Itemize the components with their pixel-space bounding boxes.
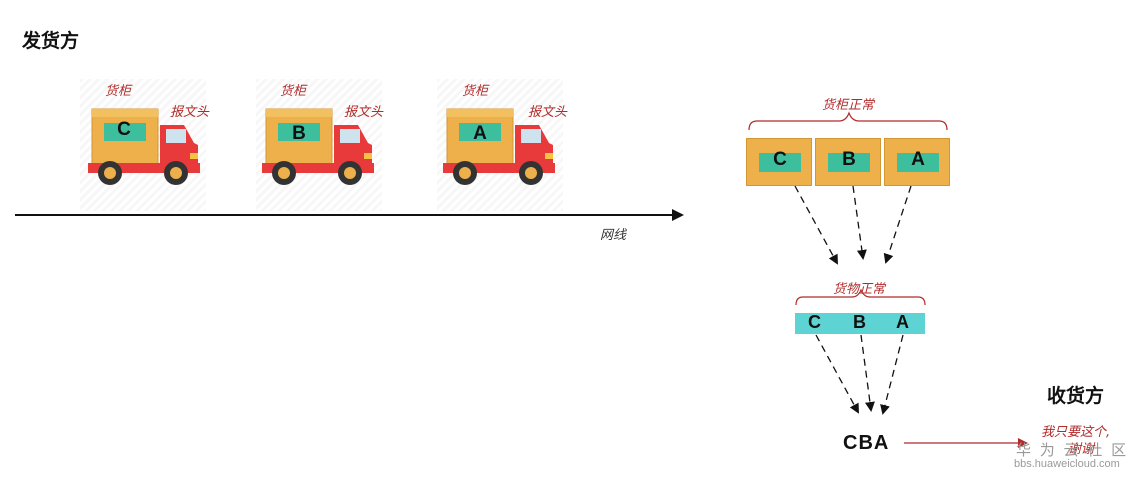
goods-letter: A: [896, 312, 909, 332]
containers-label: 货柜正常: [822, 98, 875, 113]
dashed-arrow: [860, 334, 875, 412]
container-label: 货柜: [462, 84, 489, 99]
goods-label: 货物正常: [833, 282, 886, 297]
container-cargo: [897, 153, 939, 172]
truck-letter: B: [292, 123, 306, 144]
truck: B: [256, 79, 382, 211]
receiver-note-tail: 谢谢: [1068, 442, 1095, 457]
containers-brace: [748, 111, 948, 131]
goods-brace: [795, 288, 926, 306]
container-cargo: [828, 153, 870, 172]
truck: A: [437, 79, 563, 211]
receiver-note: 我只要这个,: [1041, 425, 1111, 440]
truck-icon: [88, 108, 200, 185]
header-label: 报文头: [344, 105, 384, 120]
sender-title: 发货方: [22, 30, 80, 52]
network-arrow-head: [672, 209, 684, 221]
goods-letter: B: [853, 312, 866, 332]
dashed-arrow: [880, 334, 904, 415]
header-label: 报文头: [528, 105, 568, 120]
header-label: 报文头: [170, 105, 210, 120]
container-label: 货柜: [105, 84, 132, 99]
receiver-title: 收货方: [1047, 385, 1105, 407]
container-letter: A: [911, 149, 925, 170]
goods-letter: C: [808, 312, 821, 332]
truck-letter: C: [117, 119, 131, 140]
container-box: B: [815, 138, 881, 186]
container-box: A: [884, 138, 950, 186]
truck-icon: [443, 108, 555, 185]
dashed-arrow: [883, 185, 912, 264]
truck-letter: A: [473, 123, 487, 144]
watermark-text: 华 为 云 社 区: [1016, 441, 1129, 459]
dashed-arrow: [852, 185, 867, 260]
network-label: 网线: [600, 228, 627, 243]
dashed-arrow: [794, 185, 838, 265]
result-text: CBA: [843, 432, 890, 454]
truck: C: [80, 79, 206, 211]
container-box: C: [746, 138, 812, 186]
container-letter: C: [773, 149, 787, 170]
container-cargo: [759, 153, 801, 172]
container-letter: B: [842, 149, 856, 170]
container-label: 货柜: [280, 84, 307, 99]
truck-icon: [262, 108, 374, 185]
goods-bar: [795, 313, 925, 334]
dashed-arrow: [815, 334, 859, 414]
watermark-url: bbs.huaweicloud.com: [1014, 458, 1120, 470]
